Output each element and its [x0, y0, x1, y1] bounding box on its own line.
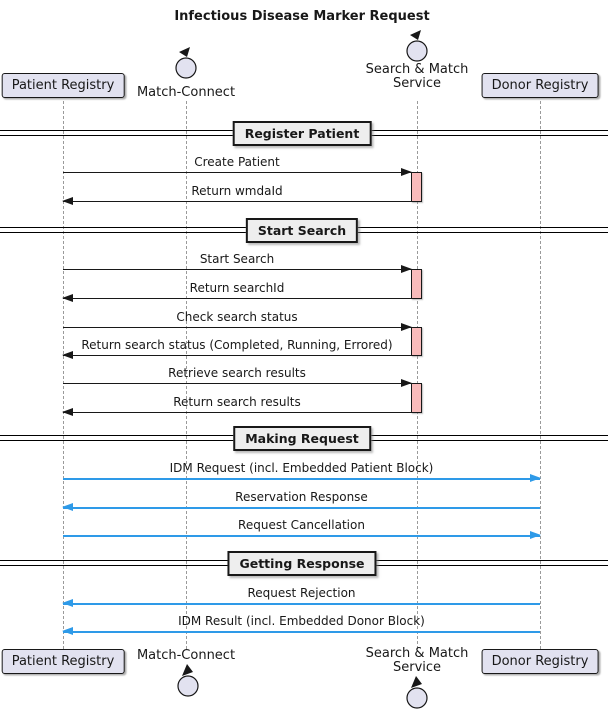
arrow-line [63, 201, 411, 202]
section-making-request: Making Request [233, 426, 371, 451]
message-request-cancellation: Request Cancellation [63, 518, 541, 539]
participant-search-match-bottom-line2: Service [392, 660, 442, 675]
message-label: Request Rejection [247, 586, 356, 600]
arrow-head-icon [62, 627, 73, 635]
participant-donor-registry-top: Donor Registry [481, 73, 599, 98]
participant-search-match-top-line1: Search & Match [365, 62, 469, 77]
control-icon-search-match-top [406, 30, 428, 62]
arrow-line [63, 478, 540, 480]
arrow-head-icon [62, 503, 73, 511]
arrow-head-icon [530, 474, 541, 482]
participant-patient-registry-bottom: Patient Registry [1, 649, 125, 674]
lifeline-search-match-service [417, 101, 418, 649]
arrow-head-icon [401, 265, 412, 273]
participant-search-match-top-label: Search & Match Service [366, 63, 469, 91]
lifeline-match-connect [186, 101, 187, 649]
activation-bar [411, 327, 422, 356]
lifeline-patient-registry [63, 101, 64, 649]
arrow-line [63, 355, 411, 356]
message-label: IDM Result (incl. Embedded Donor Block) [178, 614, 425, 628]
arrow-line [63, 507, 540, 509]
message-check-search-status: Check search status [63, 310, 412, 331]
message-label: Return searchId [189, 281, 285, 295]
message-label: IDM Request (incl. Embedded Patient Bloc… [169, 461, 434, 475]
participant-patient-registry-top: Patient Registry [1, 73, 125, 98]
participant-donor-registry-bottom: Donor Registry [481, 649, 599, 674]
message-label: Return search status (Completed, Running… [81, 338, 393, 352]
arrow-line [63, 327, 411, 328]
arrow-head-icon [401, 323, 412, 331]
message-label: Retrieve search results [168, 366, 306, 380]
participant-search-match-top-line2: Service [392, 76, 442, 91]
diagram-title: Infectious Disease Marker Request [174, 9, 430, 24]
message-idm-result: IDM Result (incl. Embedded Donor Block) [62, 614, 540, 635]
message-idm-request: IDM Request (incl. Embedded Patient Bloc… [63, 461, 541, 482]
arrow-head-icon [62, 599, 73, 607]
control-icon-match-connect-top [175, 47, 197, 79]
arrow-line [63, 412, 411, 413]
message-return-searchid: Return searchId [62, 281, 411, 302]
message-start-search: Start Search [63, 252, 412, 273]
lifeline-donor-registry [540, 101, 541, 649]
arrow-line [63, 269, 411, 270]
participant-search-match-bottom-label: Search & Match Service [366, 647, 469, 675]
arrow-head-icon [530, 531, 541, 539]
message-request-rejection: Request Rejection [62, 586, 540, 607]
activation-bar [411, 269, 422, 299]
participant-search-match-bottom-line1: Search & Match [365, 646, 469, 661]
message-label: Start Search [199, 252, 275, 266]
message-create-patient: Create Patient [63, 155, 412, 176]
message-reservation-response: Reservation Response [62, 490, 540, 511]
control-icon-match-connect-bottom [177, 664, 199, 697]
arrow-line [63, 535, 540, 537]
message-label: Request Cancellation [238, 518, 365, 532]
message-return-wmdaid: Return wmdaId [62, 184, 411, 205]
section-start-search: Start Search [245, 218, 359, 243]
arrow-head-icon [62, 197, 73, 205]
message-label: Return wmdaId [191, 184, 283, 198]
arrow-line [63, 298, 411, 299]
arrow-head-icon [62, 351, 73, 359]
activation-bar [411, 172, 422, 202]
arrow-head-icon [401, 168, 412, 176]
message-label: Create Patient [194, 155, 280, 169]
section-getting-response: Getting Response [227, 551, 377, 576]
arrow-line [63, 631, 540, 633]
message-retrieve-search-results: Retrieve search results [63, 366, 412, 387]
message-label: Reservation Response [235, 490, 368, 504]
participant-match-connect-top-label: Match-Connect [136, 85, 236, 100]
message-label: Return search results [173, 395, 301, 409]
arrow-head-icon [62, 408, 73, 416]
message-label: Check search status [176, 310, 298, 324]
participant-match-connect-bottom-label: Match-Connect [136, 648, 236, 663]
arrow-head-icon [62, 294, 73, 302]
section-register-patient: Register Patient [232, 121, 372, 146]
arrow-line [63, 603, 540, 605]
message-return-search-results: Return search results [62, 395, 411, 416]
control-icon-search-match-bottom [406, 676, 428, 709]
message-return-search-status: Return search status (Completed, Running… [62, 338, 411, 359]
arrow-head-icon [401, 379, 412, 387]
arrow-line [63, 383, 411, 384]
activation-bar [411, 383, 422, 413]
arrow-line [63, 172, 411, 173]
